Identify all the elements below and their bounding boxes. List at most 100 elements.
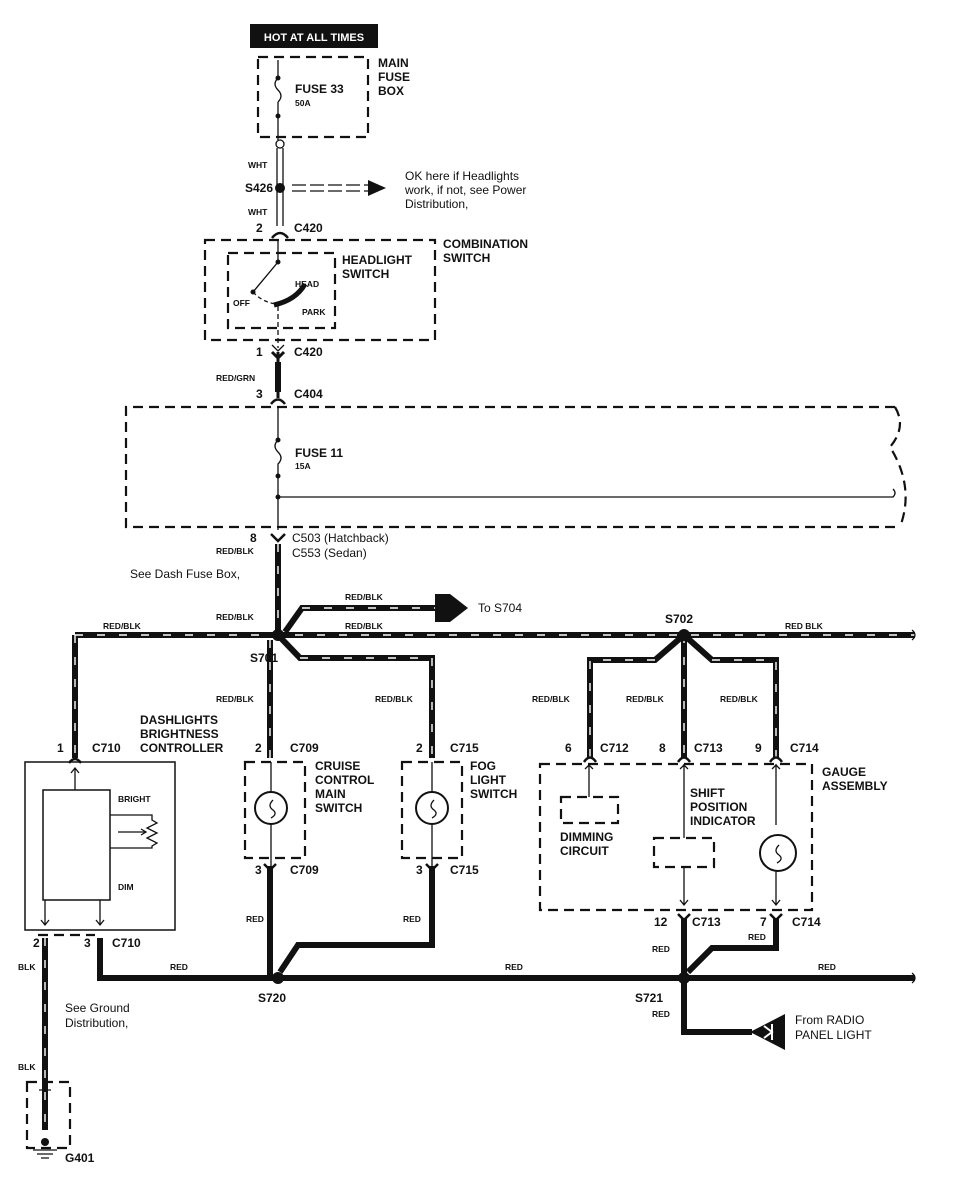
wire-label: RED/BLK: [626, 694, 665, 704]
pin-label: 7: [760, 915, 767, 929]
main-fuse-box: [256, 55, 370, 139]
wire-label: RED: [818, 962, 836, 972]
combination-switch-label: COMBINATION: [443, 237, 528, 251]
pin-label: 2: [255, 741, 262, 755]
shift-indicator-label: INDICATOR: [690, 814, 756, 828]
fuse-11-icon: [274, 407, 896, 530]
wire-label: RED/BLK: [345, 621, 384, 631]
pin-label: 2: [256, 221, 263, 235]
connector-label: C503 (Hatchback): [292, 531, 389, 545]
radio-connector-icon: [750, 1014, 785, 1050]
cruise-control-main-switch: [243, 760, 307, 860]
connector-label: C712: [600, 741, 629, 755]
s702-splice: [678, 629, 690, 641]
combination-switch: [203, 238, 437, 342]
gauge-assembly: [538, 762, 814, 912]
s426-note: Distribution,: [405, 197, 468, 211]
switch-position-head: HEAD: [295, 279, 319, 289]
headlight-switch: [226, 251, 337, 330]
dim-label: DIM: [118, 882, 134, 892]
shift-position-indicator: [652, 836, 716, 869]
bright-label: BRIGHT: [118, 794, 151, 804]
ground-note: Distribution,: [65, 1016, 128, 1030]
s426-note: work, if not, see Power: [404, 183, 526, 197]
gauge-assembly-label: ASSEMBLY: [822, 779, 888, 793]
s426-note: OK here if Headlights: [405, 169, 519, 183]
pin-label: 3: [255, 863, 262, 877]
connector-label: C715: [450, 863, 479, 877]
connector-label: C420: [294, 221, 323, 235]
pin-label: 3: [256, 387, 263, 401]
cruise-label: CONTROL: [315, 773, 374, 787]
s701-splice: [272, 629, 284, 641]
shift-indicator-label: SHIFT: [690, 786, 725, 800]
wht-wire-label: WHT: [248, 207, 268, 217]
s702-label: S702: [665, 612, 693, 626]
main-fuse-box-label: FUSE: [378, 70, 410, 84]
wire-label: RED/BLK: [103, 621, 142, 631]
wire-label: RED/BLK: [532, 694, 571, 704]
connector-icon: [271, 231, 289, 239]
wire-label: RED: [170, 962, 188, 972]
controller-label: DASHLIGHTS: [140, 713, 218, 727]
bulb-icon: [759, 834, 797, 872]
fog-label: SWITCH: [470, 787, 517, 801]
cruise-label: MAIN: [315, 787, 346, 801]
controller-label: CONTROLLER: [140, 741, 224, 755]
brightness-controller: [24, 761, 176, 931]
pin-label: 2: [416, 741, 423, 755]
pin-label: 1: [57, 741, 64, 755]
s720-label: S720: [258, 991, 286, 1005]
combination-switch-label: SWITCH: [443, 251, 490, 265]
hot-at-all-times-banner: [250, 24, 378, 48]
connector-label: C709: [290, 863, 319, 877]
fog-label: FOG: [470, 759, 496, 773]
fuse-33-label: FUSE 33: [295, 82, 344, 96]
wire-label: RED: [748, 932, 766, 942]
s426-label: S426: [245, 181, 273, 195]
hot-label: HOT AT ALL TIMES: [264, 32, 364, 44]
s701-label: S701: [250, 651, 278, 665]
red-blk-wire-label: RED/BLK: [216, 546, 255, 556]
dimming-circuit: [559, 795, 620, 825]
pin-label: 8: [659, 741, 666, 755]
fuse-box-terminal-icon: [275, 139, 285, 149]
fog-label: LIGHT: [470, 773, 507, 787]
dash-fuse-box: [124, 405, 895, 529]
pin-label: 3: [416, 863, 423, 877]
shift-indicator-label: POSITION: [690, 800, 747, 814]
cruise-label: SWITCH: [315, 801, 362, 815]
blk-wire-label: BLK: [18, 1062, 36, 1072]
wire-label: RED: [652, 1009, 670, 1019]
radio-label: From RADIO: [795, 1013, 864, 1027]
main-fuse-box-label: MAIN: [378, 56, 409, 70]
connector-label: C710: [92, 741, 121, 755]
wire-label: RED: [505, 962, 523, 972]
connector-label: C713: [694, 741, 723, 755]
switch-contact-icon: [252, 240, 279, 293]
red-blk-wires: [72, 544, 915, 758]
wire-label: RED/BLK: [720, 694, 759, 704]
blk-wire-label: BLK: [18, 962, 36, 972]
wire-label: RED/BLK: [216, 612, 255, 622]
dash-fuse-note: See Dash Fuse Box,: [130, 567, 240, 581]
red-wires: [267, 866, 435, 978]
gauge-assembly-label: GAUGE: [822, 765, 866, 779]
s426-splice: [275, 183, 285, 193]
fuse-11-rating: 15A: [295, 461, 311, 471]
to-s704-arrow-icon: [435, 594, 468, 622]
switch-position-off: OFF: [233, 298, 250, 308]
connector-label: C404: [294, 387, 323, 401]
fuse-11-label: FUSE 11: [295, 446, 343, 460]
pin-label: 1: [256, 345, 263, 359]
pin-label: 2: [33, 936, 40, 950]
red-grn-wire-label: RED/GRN: [216, 373, 255, 383]
controller-label: BRIGHTNESS: [140, 727, 219, 741]
dimming-label: DIMMING: [560, 830, 613, 844]
wire-label: RED/BLK: [375, 694, 414, 704]
s721-splice: [678, 972, 690, 984]
connector-label: C714: [792, 915, 821, 929]
connector-label: C715: [450, 741, 479, 755]
connector-label: C709: [290, 741, 319, 755]
